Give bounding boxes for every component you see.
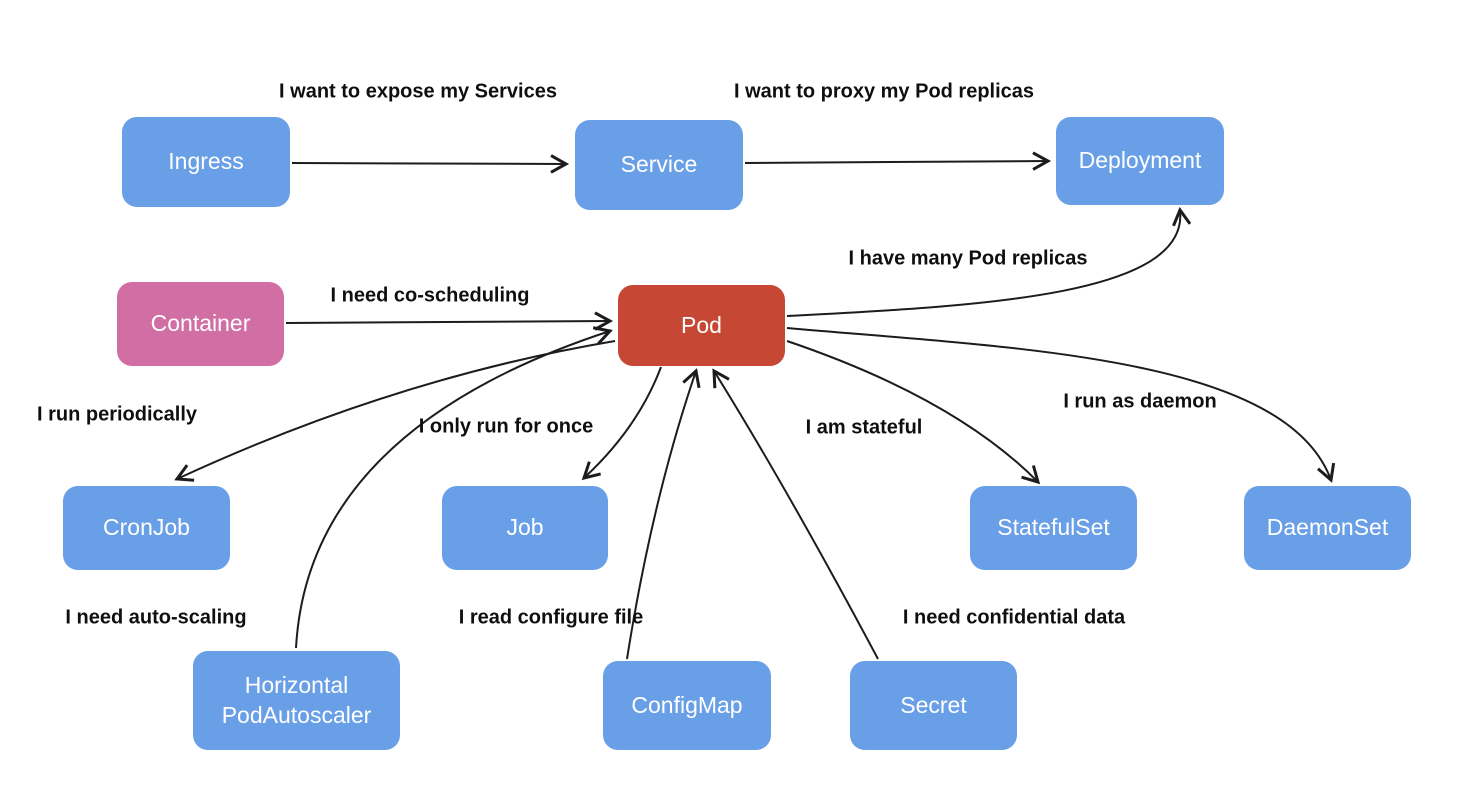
node-label-statefulset: StatefulSet (997, 514, 1110, 541)
node-label-secret: Secret (900, 691, 967, 718)
edge-label-secret-pod: I need confidential data (902, 606, 1126, 629)
edge-service-deployment (744, 151, 1052, 171)
node-ingress: Ingress (122, 117, 290, 207)
node-service: Service (575, 120, 743, 210)
edge-pod-job (581, 366, 662, 481)
edge-label-pod-cronjob: I run periodically (36, 403, 198, 426)
edge-label-pod-statefulset: I am stateful (805, 416, 923, 439)
edge-secret-pod (712, 368, 879, 660)
edge-pod-deployment (786, 206, 1192, 317)
node-label-job: Job (506, 514, 544, 541)
edge-label-pod-job: I only run for once (418, 415, 594, 438)
node-label-cronjob: CronJob (103, 514, 190, 541)
node-label-deployment: Deployment (1078, 147, 1202, 174)
node-horizontal-pod-autoscaler: Horizontal PodAutoscaler (193, 651, 400, 750)
edge-label-container-pod: I need co-scheduling (330, 284, 530, 307)
node-job: Job (442, 486, 608, 570)
node-secret: Secret (850, 661, 1017, 750)
node-label-ingress: Ingress (168, 148, 244, 175)
edge-label-pod-daemonset: I run as daemon (1063, 390, 1217, 413)
edge-configmap-pod (626, 368, 701, 660)
edge-label-hpa-pod: I need auto-scaling (65, 606, 247, 629)
node-pod: Pod (618, 285, 785, 366)
edge-hpa-pod (295, 326, 613, 649)
node-label-configmap: ConfigMap (631, 691, 743, 718)
edge-label-service-deployment: I want to proxy my Pod replicas (733, 80, 1035, 103)
edge-pod-cronjob (174, 340, 616, 482)
node-deployment: Deployment (1056, 117, 1224, 205)
node-configmap: ConfigMap (603, 661, 771, 750)
node-statefulset: StatefulSet (970, 486, 1137, 570)
edge-container-pod (285, 311, 614, 331)
node-label-daemonset: DaemonSet (1266, 514, 1389, 541)
edge-label-configmap-pod: I read configure file (458, 606, 644, 629)
node-label-container: Container (150, 310, 251, 337)
edge-pod-statefulset (786, 340, 1041, 485)
node-cronjob: CronJob (63, 486, 230, 570)
edge-label-ingress-service: I want to expose my Services (279, 80, 557, 103)
edge-label-pod-deployment: I have many Pod replicas (848, 247, 1088, 270)
node-label-pod: Pod (681, 311, 722, 338)
node-label-service: Service (620, 151, 698, 178)
node-daemonset: DaemonSet (1244, 486, 1411, 570)
node-container: Container (117, 282, 284, 366)
edge-pod-daemonset (786, 327, 1336, 483)
node-label-horizontal-pod-autoscaler: Horizontal PodAutoscaler (221, 672, 372, 728)
edge-ingress-service (291, 154, 570, 174)
